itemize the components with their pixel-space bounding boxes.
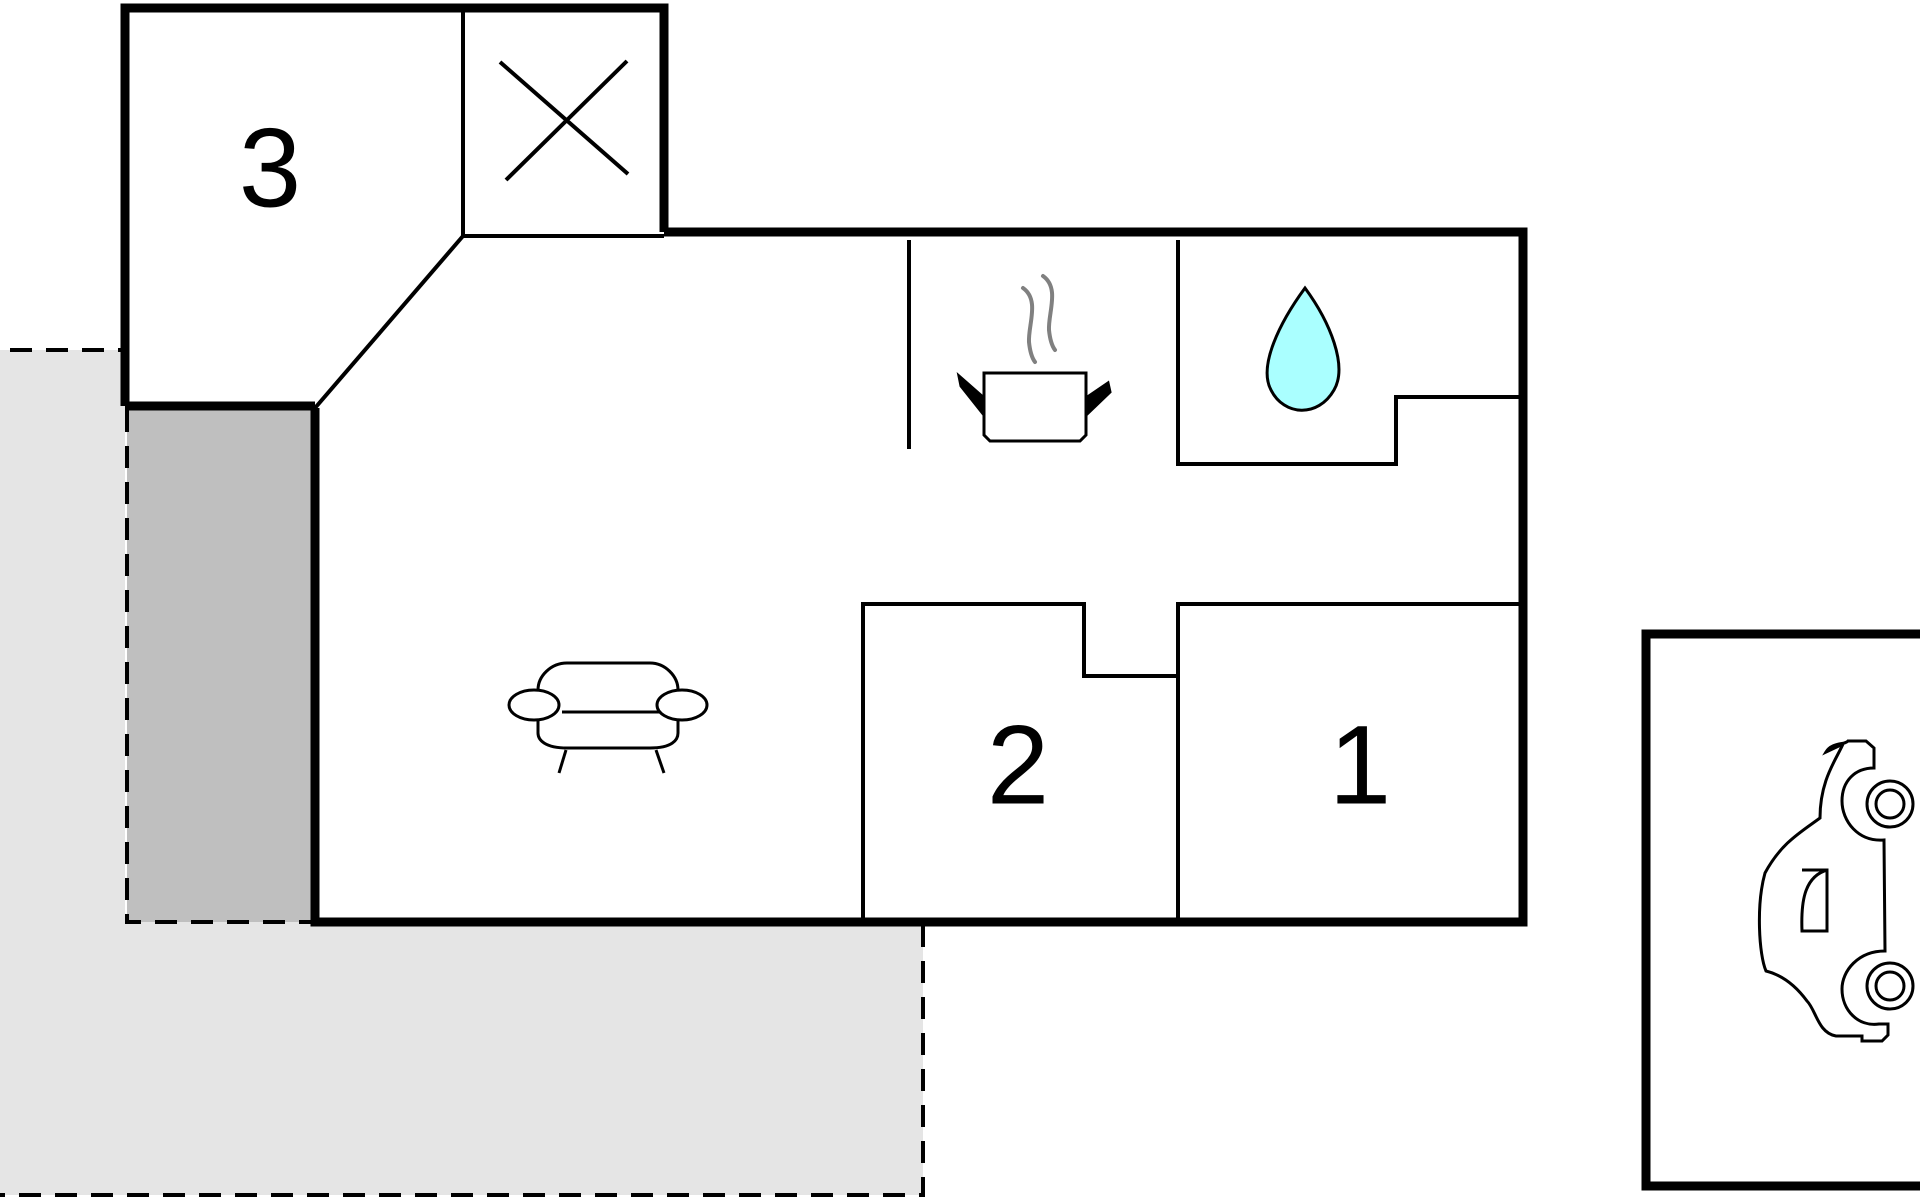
covered-terrace (125, 410, 315, 924)
car-icon (1757, 739, 1915, 1043)
interior-walls (313, 10, 1519, 918)
bedroom-3-label: 3 (239, 106, 301, 231)
bedroom-1-label: 1 (1329, 703, 1391, 828)
sofa-icon (507, 661, 709, 774)
cooking-pot-icon (956, 274, 1112, 443)
parking-area (1641, 629, 1920, 1191)
main-house-walls (120, 3, 1528, 927)
cross-icon (498, 59, 630, 182)
bedroom-2-label: 2 (987, 703, 1049, 828)
terrace (0, 348, 925, 1197)
water-drop-icon (1265, 285, 1341, 412)
